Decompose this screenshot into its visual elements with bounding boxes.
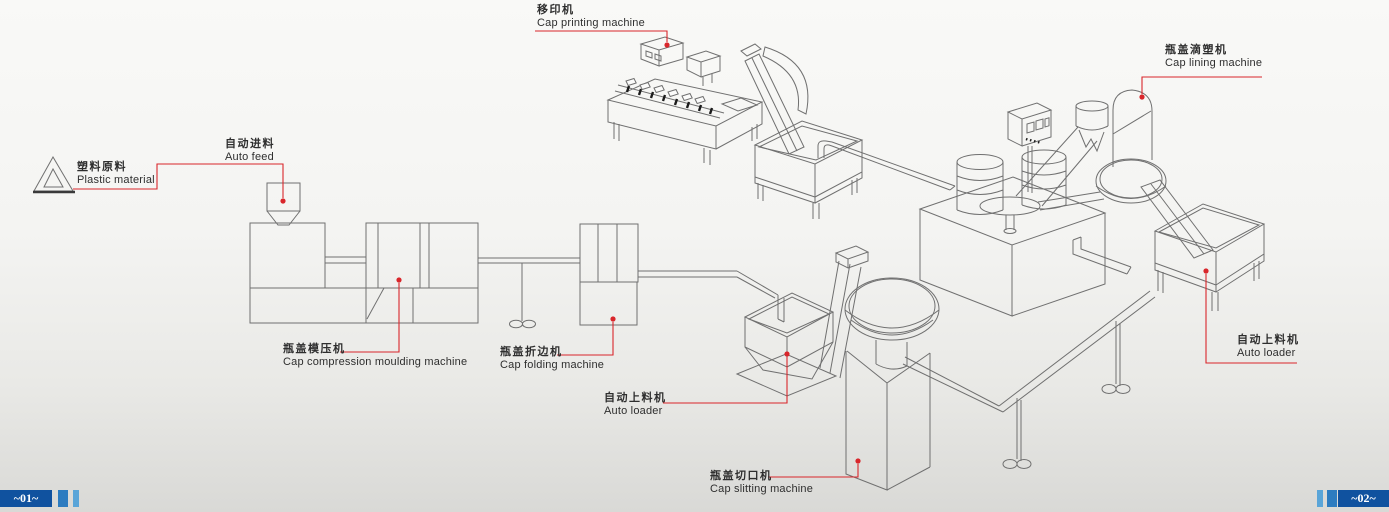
page-number-right: ~02~ [1338,490,1389,507]
label-en: Cap printing machine [537,17,645,29]
conveyor-folding-to-loader [638,270,785,323]
label-cap-compression-moulding-machine: 瓶盖模压机 Cap compression moulding machine [283,343,467,369]
transfer-pipe [817,140,956,191]
label-zh: 瓶盖滴塑机 [1165,44,1228,56]
transfer-rails [902,290,1156,469]
label-zh: 瓶盖切口机 [710,470,773,482]
label-cap-folding-machine: 瓶盖折边机 Cap folding machine [500,346,604,372]
label-en: Auto loader [604,405,663,417]
label-en: Cap compression moulding machine [283,356,468,368]
decor-bar-light-left [73,490,79,507]
label-auto-loader-right: 自动上料机 Auto loader [1237,334,1300,360]
label-zh: 瓶盖折边机 [500,346,563,358]
label-en: Plastic material [77,174,155,186]
decor-bar-medium-right [1327,490,1337,507]
label-en: Auto feed [225,151,274,163]
label-en: Cap lining machine [1165,57,1263,69]
label-cap-slitting-machine: 瓶盖切口机 Cap slitting machine [710,470,813,496]
conveyor-moulding-to-folding [478,257,580,329]
vibratory-bowl [844,277,940,370]
cap-folding-machine-drawing [579,223,639,326]
label-zh: 瓶盖模压机 [283,343,346,355]
label-auto-loader-middle: 自动上料机 Auto loader [604,392,667,418]
decor-bar-light-right [1317,490,1323,507]
label-plastic-material: 塑料原料 Plastic material [77,161,155,187]
page-number-left: ~01~ [0,490,52,507]
label-cap-printing-machine: 移印机 Cap printing machine [537,4,645,30]
plastic-material-symbol [33,155,75,194]
auto-loader-right-drawing [1153,203,1266,311]
label-zh: 自动上料机 [1237,334,1300,346]
label-zh: 移印机 [537,4,575,16]
feed-box [753,120,864,219]
cap-compression-moulding-machine-drawing [249,222,479,324]
label-en: Auto loader [1237,347,1296,359]
label-en: Cap folding machine [500,359,605,371]
leader-lines [73,30,1297,478]
label-auto-feed: 自动进料 Auto feed [225,138,275,164]
decor-bar-medium-left [58,490,68,507]
cap-slitting-machine-drawing [845,350,931,491]
cap-printing-machine-drawing [606,36,764,165]
auto-feed-hopper [266,182,301,226]
cap-lining-machine-drawing [918,89,1167,317]
label-en: Cap slitting machine [710,483,814,495]
label-cap-lining-machine: 瓶盖滴塑机 Cap lining machine [1165,44,1262,70]
label-zh: 自动进料 [225,138,275,150]
elevator-to-feed-box [740,43,809,155]
label-zh: 自动上料机 [604,392,667,404]
label-zh: 塑料原料 [77,161,127,173]
